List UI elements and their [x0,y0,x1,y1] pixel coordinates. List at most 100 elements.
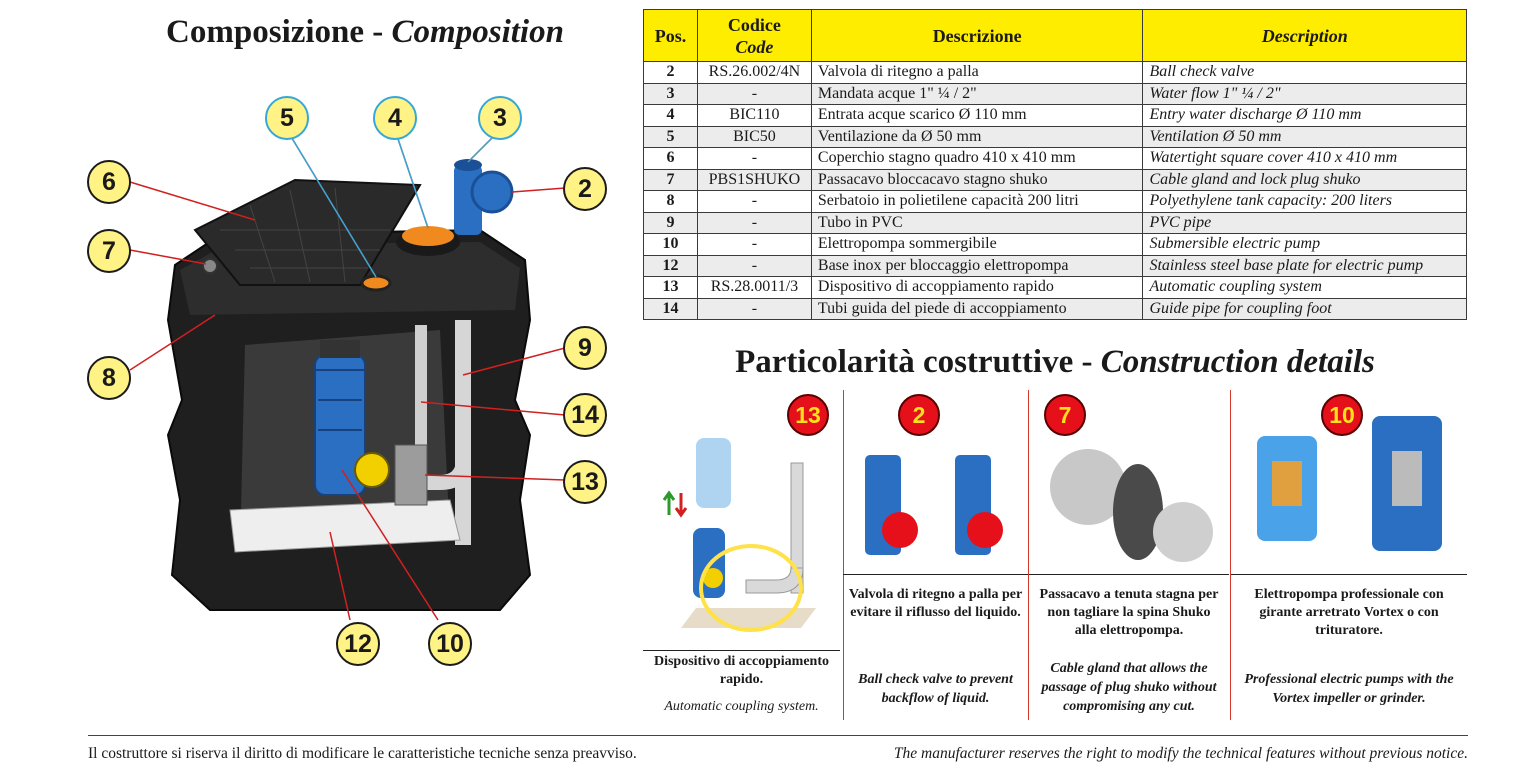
panel-rule [843,574,1028,575]
composition-title-en: Composition [391,14,564,50]
header-code-en: Code [735,36,774,57]
caption-valve-it: Valvola di ritegno a palla per evitare i… [848,587,1023,620]
cell-pos: 4 [643,104,698,127]
panel-divider [843,390,844,720]
cell-pos: 8 [643,190,698,213]
callout-14: 14 [563,393,607,437]
cell-en: Cable gland and lock plug shuko [1142,168,1467,191]
cover-grid [220,187,390,283]
cell-it: Valvola di ritegno a palla [810,61,1144,84]
cell-en: Submersible electric pump [1142,233,1467,256]
callout-13: 13 [563,460,607,504]
coupling-foot [354,452,390,488]
caption-pumps-en: Professional electric pumps with the Vor… [1244,672,1454,706]
callout-5: 5 [265,96,309,140]
cell-pos: 10 [643,233,698,256]
cell-pos: 2 [643,61,698,84]
cell-code: - [696,297,812,320]
caption-valve-en: Ball check valve to prevent backflow of … [858,672,1013,706]
coupling-claw [703,568,723,588]
panel-rule [643,650,840,651]
cell-code: - [696,147,812,170]
cell-it: Entrata acque scarico Ø 110 mm [810,104,1144,127]
header-desc-it: Descrizione [810,9,1144,62]
panel-divider [1230,390,1231,720]
callout-9: 9 [563,326,607,370]
ball-valve [470,170,514,214]
callout-2: 2 [563,167,607,211]
cell-code: - [696,190,812,213]
details-panels: 13 Dispositivo di accoppiamento rapido. … [643,390,1467,720]
pump-fins [315,369,365,431]
cell-it: Coperchio stagno quadro 410 x 410 mm [810,147,1144,170]
cell-en: Entry water discharge Ø 110 mm [1142,104,1467,127]
vent-cap [360,274,392,292]
pump-ghost [696,438,731,508]
callout-7: 7 [87,229,131,273]
details-title-en: Construction details [1100,344,1375,380]
cable-gland [202,258,218,274]
cell-it: Passacavo bloccacavo stagno shuko [810,168,1144,191]
cell-pos: 13 [643,276,698,299]
detail-panel-valve: 2 Valvola di ritegno a palla per evitare… [843,390,1028,720]
cell-pos: 12 [643,254,698,277]
header-code-it: Codice [727,14,781,35]
gland-disc-2 [1153,502,1213,562]
square-cover [193,178,422,286]
cell-en: Stainless steel base plate for electric … [1142,254,1467,277]
arrow-up-red [674,493,688,518]
cell-code: PBS1SHUKO [696,168,812,191]
tank-drawing [129,129,566,621]
detail-panel-pumps: 10 Elettropompa professionale con girant… [1231,390,1467,720]
footer-disclaimer-it: Il costruttore si riserva il diritto di … [88,745,637,762]
table-row: 3-Mandata acque 1" ¼ / 2"Water flow 1" ¼… [643,82,1467,105]
arrow-down-green [662,490,676,515]
badge-10: 10 [1321,394,1363,436]
cell-it: Dispositivo di accoppiamento rapido [810,276,1144,299]
cell-pos: 9 [643,211,698,234]
cell-en: Automatic coupling system [1142,276,1467,299]
vortex-motor [1272,461,1302,506]
cell-pos: 3 [643,82,698,105]
cell-code: RS.26.002/4N [696,61,812,84]
caption-gland-en: Cable gland that allows the passage of p… [1041,661,1217,714]
caption-gland-it: Passacavo a tenuta stagna per non taglia… [1039,587,1219,638]
header-code: Codice Code [696,9,812,62]
cell-code: - [696,233,812,256]
gland-illustration [1050,449,1213,562]
valve-illustration [865,455,1003,555]
table-row: 14-Tubi guida del piede di accoppiamento… [643,297,1467,320]
cell-code: BIC110 [696,104,812,127]
header-desc-en: Description [1142,9,1467,62]
caption-pumps-it: Elettropompa professionale con girante a… [1254,587,1444,638]
cell-en: Water flow 1" ¼ / 2" [1142,82,1467,105]
valve-ball-right [967,512,1003,548]
details-title-it: Particolarità costruttive - [735,344,1101,380]
cell-it: Serbatoio in polietilene capacità 200 li… [810,190,1144,213]
callout-10: 10 [428,622,472,666]
parts-table: Pos. Codice Code Descrizione Description… [643,9,1467,320]
cell-en: Watertight square cover 410 x 410 mm [1142,147,1467,170]
grinder-motor [1392,451,1422,506]
cell-en: PVC pipe [1142,211,1467,234]
coupling-bracket [394,444,428,506]
cell-pos: 5 [643,125,698,148]
cell-it: Mandata acque 1" ¼ / 2" [810,82,1144,105]
panel-rule [1029,574,1229,575]
cell-en: Ball check valve [1142,61,1467,84]
gland-ring [1113,464,1163,560]
cell-code: - [696,254,812,277]
detail-panel-coupling: 13 Dispositivo di accoppiamento rapido. … [643,390,840,720]
footer-disclaimer-en: The manufacturer reserves the right to m… [893,745,1468,762]
cell-pos: 7 [643,168,698,191]
guide-pipe-detail [790,462,804,594]
cell-code: RS.28.0011/3 [696,276,812,299]
cell-it: Elettropompa sommergibile [810,233,1144,256]
cell-it: Tubi guida del piede di accoppiamento [810,297,1144,320]
badge-13: 13 [787,394,829,436]
cell-pos: 6 [643,147,698,170]
